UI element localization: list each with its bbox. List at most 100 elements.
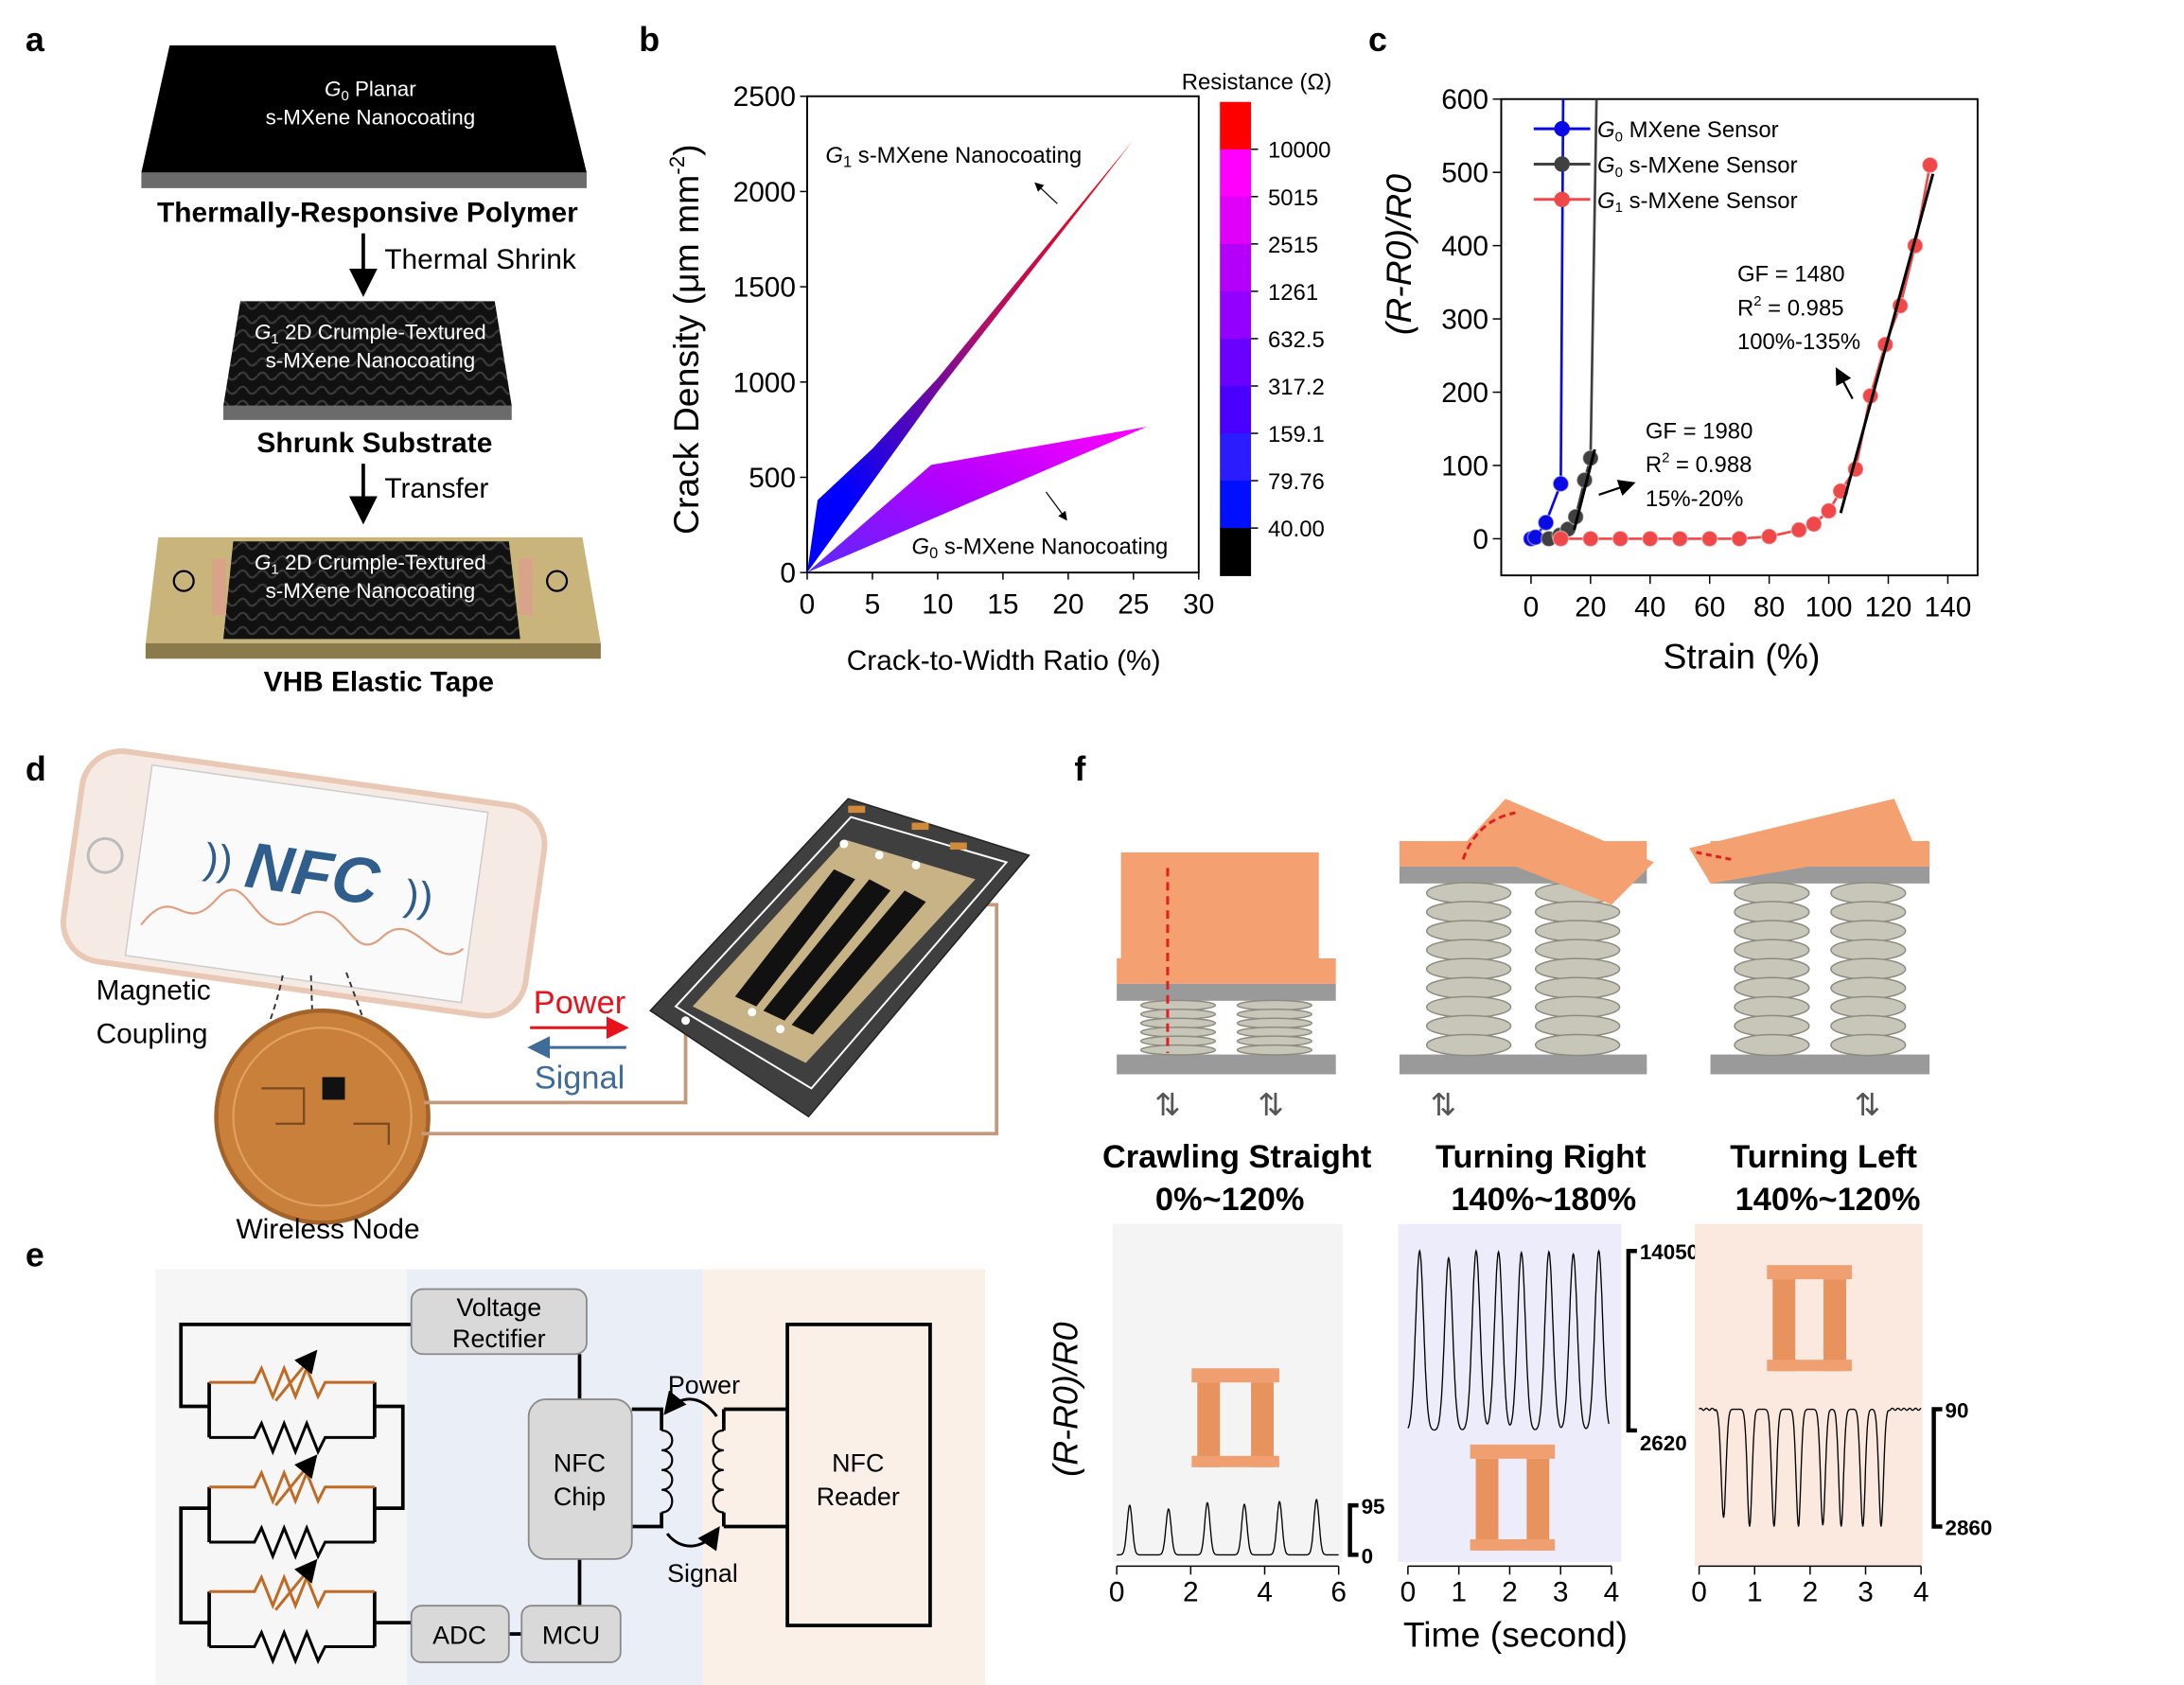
rotate-arrow-icon — [1461, 811, 1516, 860]
resistor-bracket — [207, 1382, 377, 1438]
bellow-ring — [1425, 901, 1512, 923]
data-point — [1641, 530, 1659, 548]
robot-thumbnail-column — [1197, 1382, 1221, 1467]
y-tick-label: 1500 — [733, 272, 796, 304]
nfc-chip-label-1: NFC — [554, 1448, 606, 1477]
mode-range: 0%~120% — [1155, 1182, 1305, 1218]
x-tick-label: 60 — [1694, 591, 1725, 623]
x-tick-label: 3 — [1858, 1577, 1874, 1608]
y-axis-label: (R-R0)/R0 — [1047, 1322, 1084, 1476]
bellow-ring — [1425, 957, 1512, 980]
mode-range: 140%~120% — [1735, 1182, 1921, 1218]
colorbar-segment — [1220, 433, 1252, 482]
legend-symbol: G — [1597, 188, 1615, 214]
panel-e: Voltage Rectifier NFC Chip ADC MCU NFC R… — [155, 1269, 986, 1685]
mode-range: 140%~180% — [1451, 1182, 1636, 1218]
robot-thumbnail-column — [1475, 1458, 1499, 1551]
legend-subscript: 0 — [1615, 130, 1623, 146]
transfer-label: Transfer — [384, 473, 488, 504]
r-squared-sup: 2 — [1753, 293, 1761, 309]
robot-thumbnail-base — [1767, 1360, 1852, 1372]
arrow-icon — [1034, 182, 1058, 204]
colorbar-label: 5015 — [1268, 185, 1318, 211]
nfc-reader-block — [785, 1323, 932, 1627]
robot-plate — [1710, 1054, 1930, 1075]
x-tick-label: 5 — [865, 588, 881, 620]
legend-label: G0 MXene Sensor — [1597, 117, 1779, 145]
arrow-icon — [1045, 491, 1067, 521]
r-squared-value: = 0.988 — [1669, 452, 1752, 478]
x-tick-label: 120 — [1865, 591, 1912, 623]
variable-arrow-icon — [274, 1454, 318, 1507]
legend-symbol: G — [1597, 117, 1615, 143]
updown-arrow-icon: ⇅ — [1154, 1087, 1181, 1122]
panel-label-d: d — [26, 750, 46, 788]
x-tick-label: 0 — [1524, 591, 1540, 623]
power-arrow-icon — [663, 1390, 718, 1417]
data-point — [1612, 530, 1629, 548]
y-axis-label: (R-R0)/R0 — [1379, 174, 1418, 335]
legend-subscript: 1 — [1615, 200, 1623, 216]
legend-marker — [1554, 191, 1570, 208]
colorbar-segment — [1220, 528, 1252, 576]
magnetic-coupling-label-1: Magnetic — [97, 974, 211, 1006]
y-tick-label: 500 — [1441, 158, 1488, 189]
x-tick-label: 1 — [1451, 1577, 1467, 1608]
gauge-factor-label: GF = 1980 — [1646, 418, 1753, 444]
data-point — [1581, 530, 1599, 548]
home-button-icon — [86, 836, 124, 874]
bellow-ring — [1734, 976, 1810, 1000]
colorbar-label: 79.76 — [1268, 469, 1325, 495]
mode-title: Turning Right — [1435, 1139, 1647, 1175]
soft-robot-illustration — [1117, 957, 1336, 1075]
bellow-ring — [1425, 1014, 1512, 1038]
reader-region-bg — [702, 1269, 986, 1685]
data-point — [1700, 530, 1718, 548]
region-g1 — [806, 140, 1134, 573]
bellow-ring — [1734, 957, 1810, 980]
resistor-icon — [209, 1628, 375, 1665]
strain-range-label: 100%-135% — [1737, 329, 1860, 355]
bellow-ring — [1734, 920, 1810, 942]
bellow-ring — [1139, 1044, 1217, 1056]
mode-title: Turning Left — [1730, 1139, 1917, 1175]
x-tick-label: 0 — [1691, 1577, 1707, 1608]
data-point — [1731, 530, 1749, 548]
data-point — [1805, 515, 1823, 533]
nfc-waves-icon: )) — [202, 834, 237, 886]
variable-arrow-icon — [274, 1558, 318, 1611]
colorbar-segment — [1220, 149, 1252, 198]
bellow-ring — [1236, 1044, 1312, 1056]
bellow-ring — [1425, 995, 1512, 1019]
arrow-icon — [1598, 480, 1636, 497]
soft-robot-illustration — [1399, 841, 1647, 1075]
nfc-waves-icon: )) — [402, 871, 437, 922]
bellow-ring — [1734, 1033, 1810, 1057]
robot-plate — [1117, 1054, 1336, 1075]
bellow-ring — [1534, 995, 1621, 1019]
data-point — [1921, 156, 1939, 174]
bellow-ring — [1534, 901, 1621, 923]
r-squared-sup: 2 — [1662, 450, 1669, 466]
bellow-ring — [1425, 1033, 1512, 1057]
colorbar-label: 159.1 — [1268, 422, 1325, 448]
polymer-label: Thermally-Responsive Polymer — [157, 198, 578, 229]
bellow-ring — [1734, 995, 1810, 1019]
scale-bar — [1347, 1502, 1359, 1557]
x-axis-label: Time (second) — [1403, 1615, 1628, 1655]
robot-thumbnail-column — [1251, 1382, 1274, 1467]
data-point — [1760, 528, 1778, 546]
signal-label: Signal — [667, 1559, 738, 1588]
x-tick-label: 30 — [1183, 588, 1214, 620]
x-tick-label: 3 — [1553, 1577, 1569, 1608]
x-tick-label: 20 — [1575, 591, 1606, 623]
bellow-ring — [1830, 1033, 1907, 1057]
bellow-ring — [1734, 1014, 1810, 1038]
bellow-ring — [1830, 882, 1907, 904]
x-axis-label: Strain (%) — [1663, 637, 1820, 676]
x-tick-label: 6 — [1330, 1577, 1347, 1608]
tape-label: VHB Elastic Tape — [264, 667, 494, 698]
fit-line — [1573, 448, 1596, 531]
colorbar-segment — [1220, 290, 1252, 340]
